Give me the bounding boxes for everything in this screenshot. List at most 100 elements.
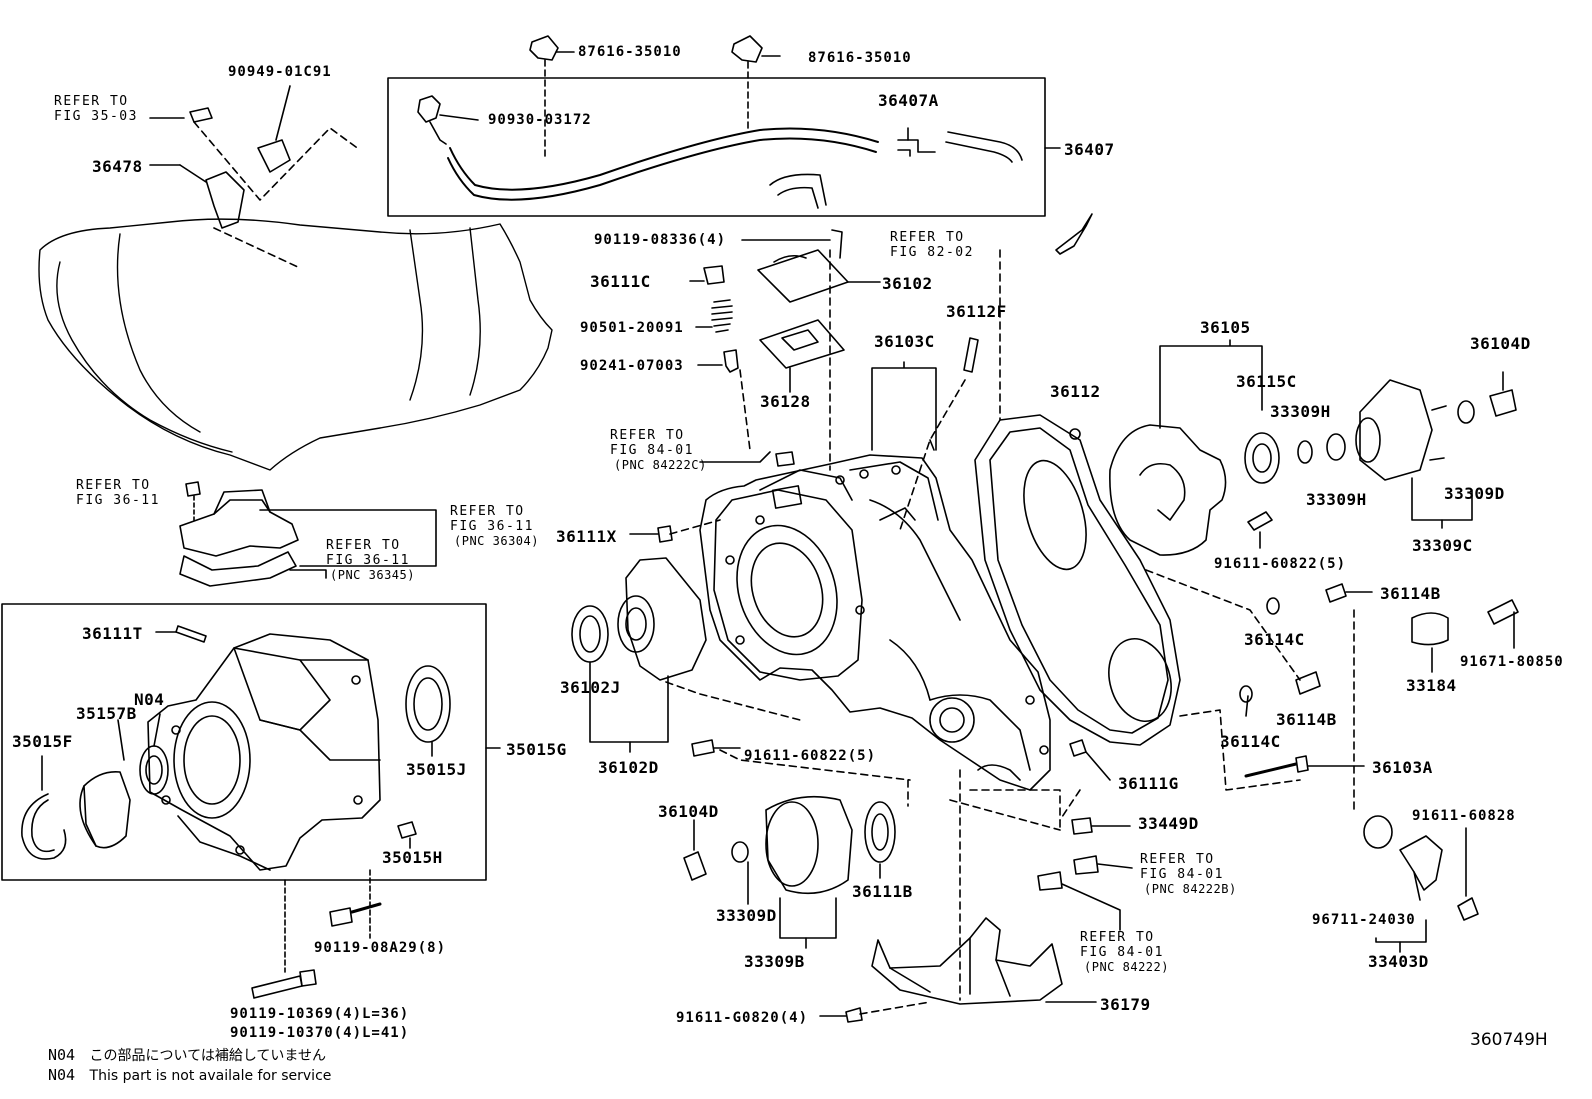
footnote-jp: N04 この部品については補給していません <box>48 1045 326 1065</box>
transfer-adapter-box <box>1 603 501 881</box>
label-35015F: 35015F <box>12 732 73 751</box>
label-33449D: 33449D <box>1138 814 1199 833</box>
ball-90241 <box>697 349 739 373</box>
label-36478: 36478 <box>92 157 143 176</box>
washer-33309D <box>1457 400 1475 424</box>
label-35015J: 35015J <box>406 760 467 779</box>
ref-fig-36-11-b: REFER TO FIG 36-11 (PNC 36304) <box>450 504 539 548</box>
label-35157B: 35157B <box>76 704 137 723</box>
ref-fig-84-01-a: REFER TO FIG 84-01 (PNC 84222C) <box>610 428 707 472</box>
ref-line: FIG 35-03 <box>54 109 138 124</box>
label-36104D-left: 36104D <box>658 802 719 821</box>
bolts-lower-left <box>251 869 382 999</box>
ref-line: REFER TO <box>610 428 685 443</box>
extension-36105 <box>1109 339 1263 556</box>
label-87616-35010-left: 87616-35010 <box>578 44 682 60</box>
spacer-33309H <box>1297 433 1346 464</box>
ref-line: REFER TO <box>76 478 151 493</box>
ref-line: (PNC 84222) <box>1084 960 1169 974</box>
transmission-outline <box>38 218 553 471</box>
label-36111B: 36111B <box>852 882 913 901</box>
label-33309B: 33309B <box>744 952 805 971</box>
ref-line: REFER TO <box>890 230 965 245</box>
label-90241-07003: 90241-07003 <box>580 358 684 374</box>
transfer-case-housing <box>699 454 1051 791</box>
footnote-code: N04 <box>48 1046 76 1064</box>
adapter-36102D <box>571 557 801 753</box>
ref-line: REFER TO <box>54 94 129 109</box>
label-91611-G0820: 91611-G0820(4) <box>676 1010 809 1026</box>
label-36103C: 36103C <box>874 332 935 351</box>
ref-line: FIG 36-11 <box>326 553 410 568</box>
plug-36111C <box>689 265 725 285</box>
protector-36179 <box>819 917 1097 1023</box>
ref-line: (PNC 84222B) <box>1144 882 1237 896</box>
ref-line: (PNC 36345) <box>330 568 415 582</box>
ref-line: FIG 36-11 <box>76 493 160 508</box>
ref-line: FIG 84-01 <box>610 443 694 458</box>
label-36407: 36407 <box>1064 140 1115 159</box>
label-33309H-top: 33309H <box>1270 402 1331 421</box>
ref-fig-84-01-c: REFER TO FIG 84-01 (PNC 84222) <box>1080 930 1169 974</box>
label-33309D-right: 33309D <box>1444 484 1505 503</box>
ref-fig-36-11-c: REFER TO FIG 36-11 (PNC 36345) <box>326 538 415 582</box>
label-90501-20091: 90501-20091 <box>580 320 684 336</box>
ref-fig-35-03: REFER TO FIG 35-03 <box>54 94 138 124</box>
ref-fig-82-02: REFER TO FIG 82-02 <box>890 230 974 260</box>
footnote-text: This part is not availale for service <box>89 1068 332 1084</box>
label-36102D: 36102D <box>598 758 659 777</box>
ref-line: REFER TO <box>450 504 525 519</box>
label-36114C-lower: 36114C <box>1220 732 1281 751</box>
adapter-parts-left <box>179 481 437 587</box>
label-91611-60828: 91611-60828 <box>1412 808 1516 824</box>
ref-line: REFER TO <box>1080 930 1155 945</box>
label-33403D: 33403D <box>1368 952 1429 971</box>
label-36114B-lower: 36114B <box>1276 710 1337 729</box>
label-90949-01C91: 90949-01C91 <box>228 64 332 80</box>
nut-36104D-right <box>1489 371 1517 417</box>
ref-line: REFER TO <box>1140 852 1215 867</box>
label-91611-60822-lower: 91611-60822(5) <box>744 748 877 764</box>
label-90119-10369: 90119-10369(4)L=36) <box>230 1006 410 1022</box>
label-36115C: 36115C <box>1236 372 1297 391</box>
label-36179: 36179 <box>1100 995 1151 1014</box>
label-87616-35010-right: 87616-35010 <box>808 50 912 66</box>
bracket-36478 <box>149 85 361 269</box>
label-90119-08A29: 90119-08A29(8) <box>314 940 447 956</box>
label-36102J: 36102J <box>560 678 621 697</box>
label-35015G: 35015G <box>506 740 567 759</box>
label-33309C: 33309C <box>1412 536 1473 555</box>
label-90119-08336: 90119-08336(4) <box>594 232 727 248</box>
label-33309H-bottom: 33309H <box>1306 490 1367 509</box>
spring-90501 <box>695 299 733 333</box>
bolts-right <box>1145 511 1519 791</box>
label-36105: 36105 <box>1200 318 1251 337</box>
cover-36102 <box>741 229 881 303</box>
clip-87616-right <box>731 35 781 63</box>
ref-fig-36-11-a: REFER TO FIG 36-11 <box>76 478 160 508</box>
bearing-36115C <box>1244 432 1280 484</box>
label-36111T: 36111T <box>82 624 143 643</box>
footnote-text: この部品については補給していません <box>89 1048 327 1064</box>
front-output-parts <box>683 779 909 949</box>
ref-line: FIG 82-02 <box>890 245 974 260</box>
clip-87616-left <box>529 35 575 61</box>
ref-line: FIG 84-01 <box>1080 945 1164 960</box>
footnote-en: N04 This part is not availale for servic… <box>48 1066 331 1084</box>
ref-fig-84-01-b: REFER TO FIG 84-01 (PNC 84222B) <box>1140 852 1237 896</box>
label-36104D-right: 36104D <box>1470 334 1531 353</box>
bolts-center <box>629 213 1133 1001</box>
label-36103A: 36103A <box>1372 758 1433 777</box>
label-36407A: 36407A <box>878 91 939 110</box>
gasket-36128 <box>759 319 845 393</box>
label-33309D-left: 33309D <box>716 906 777 925</box>
label-33184: 33184 <box>1406 676 1457 695</box>
label-36114C-upper: 36114C <box>1244 630 1305 649</box>
label-90930-03172: 90930-03172 <box>488 112 592 128</box>
label-36112: 36112 <box>1050 382 1101 401</box>
label-35015H: 35015H <box>382 848 443 867</box>
ref-line: REFER TO <box>326 538 401 553</box>
sensor-33403D <box>1353 609 1479 953</box>
label-91671-80850: 91671-80850 <box>1460 654 1564 670</box>
